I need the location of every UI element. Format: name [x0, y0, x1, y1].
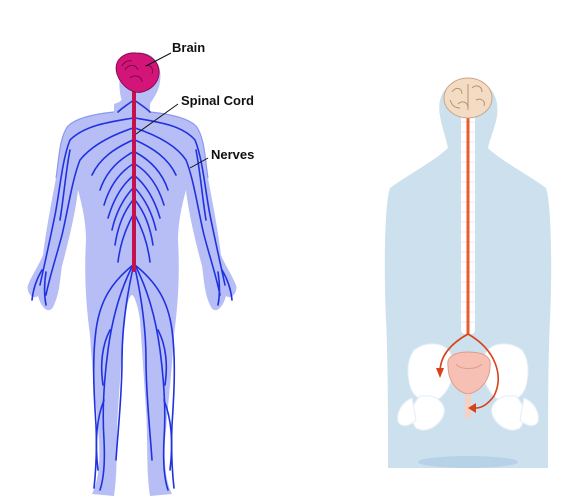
right-brain [444, 78, 492, 118]
label-nerves: Nerves [211, 147, 254, 162]
right-feet-shadow [418, 456, 518, 468]
urethra [465, 394, 471, 418]
right-spine [461, 110, 475, 334]
label-spinal-cord: Spinal Cord [181, 93, 254, 108]
label-brain: Brain [172, 40, 205, 55]
